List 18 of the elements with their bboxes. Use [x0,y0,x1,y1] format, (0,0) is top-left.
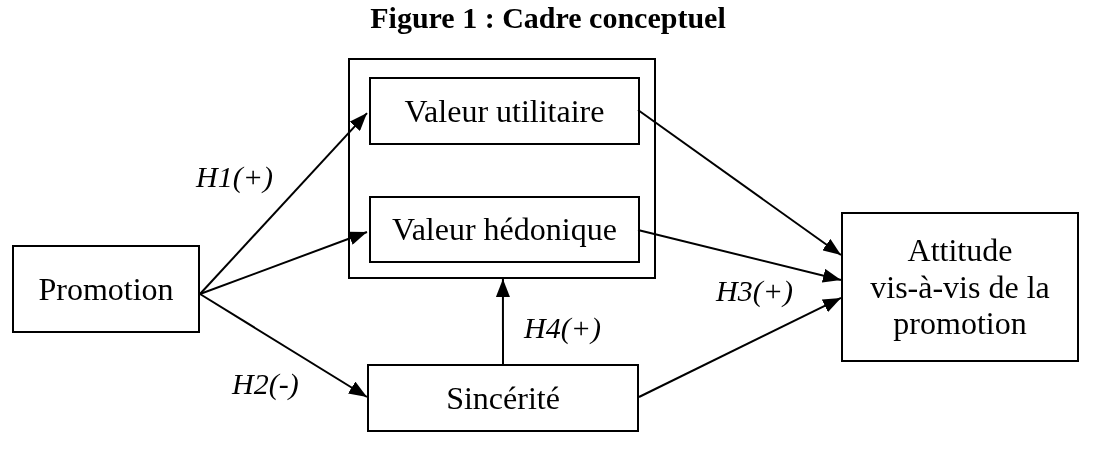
box-label: Valeur utilitaire [404,92,605,130]
concept-box [12,245,200,333]
box-label: Sincérité [446,379,560,417]
group-box [348,58,656,279]
concept-box [369,77,640,145]
concept-box [369,196,640,263]
box-label: Promotion [38,270,174,308]
concept-box [367,364,639,432]
concept-box [841,212,1079,362]
arrow [199,293,368,398]
figure-title: Figure 1 : Cadre conceptuel [370,1,726,34]
arrow [638,296,842,398]
arrow [199,231,368,295]
arrow [199,112,368,295]
arrow [637,229,842,283]
box-label: Attitude vis-à-vis de la promotion [869,231,1051,343]
box-label: Valeur hédonique [392,211,617,248]
arrow [495,278,510,365]
